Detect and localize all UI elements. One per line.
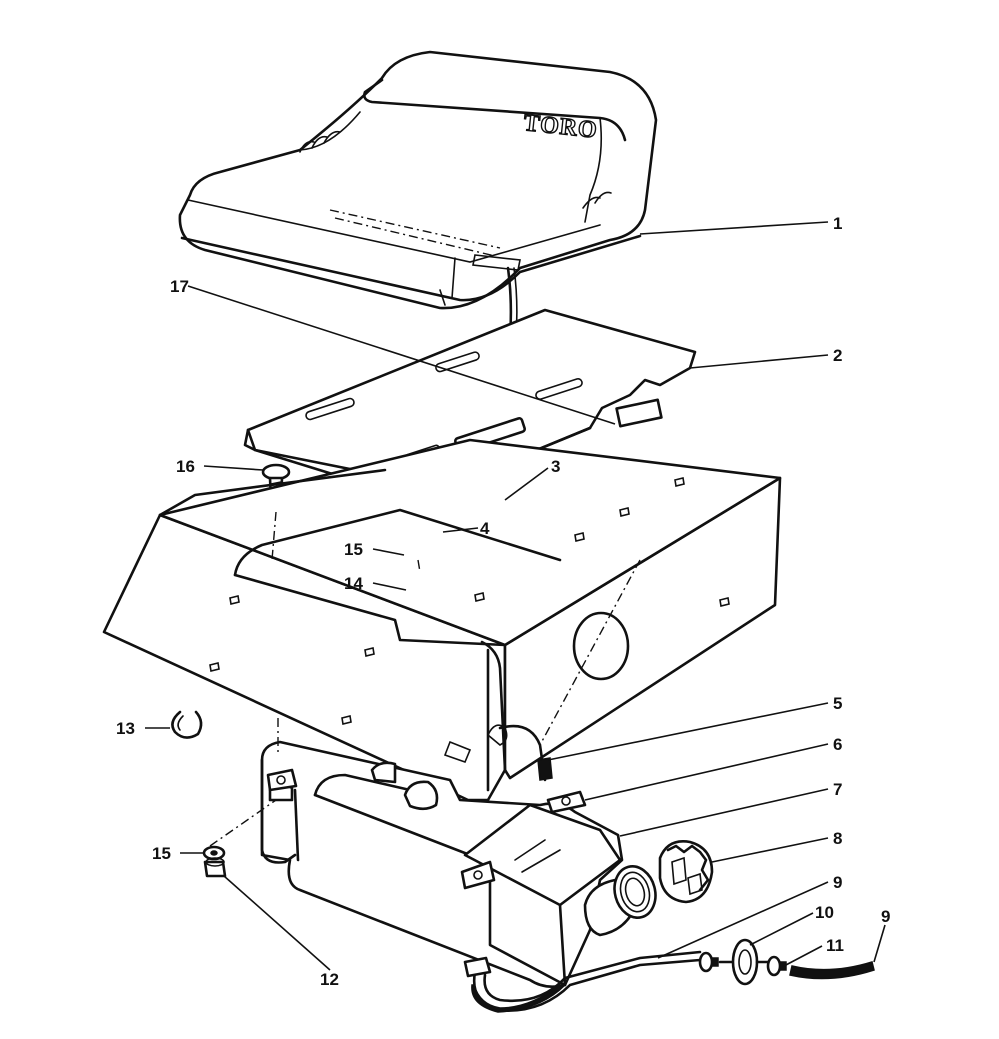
- body-housing: [102, 438, 782, 802]
- fuel-hose-upper: [789, 961, 875, 980]
- callout-14: 14: [344, 574, 363, 593]
- fuel-filter: [718, 938, 772, 986]
- leader-lines: [145, 221, 886, 971]
- fuel-hose-lower: [471, 950, 702, 1013]
- callout-9-right: 9: [881, 907, 890, 926]
- filler-neck: [583, 865, 657, 937]
- fuel-cap: [658, 840, 714, 904]
- callout-7: 7: [833, 780, 842, 799]
- tab-6: [546, 790, 587, 814]
- callout-13: 13: [116, 719, 135, 738]
- hose-clamp-a: [698, 951, 719, 973]
- callout-15-lower: 15: [152, 844, 171, 863]
- tank-outlet-fitting: [463, 956, 492, 978]
- access-hole: [572, 611, 630, 681]
- sender-port: [403, 780, 439, 811]
- seat: TORO: [178, 50, 658, 310]
- callout-17: 17: [170, 277, 189, 296]
- callout-6: 6: [833, 735, 842, 754]
- callout-5: 5: [833, 694, 842, 713]
- callout-2: 2: [833, 346, 842, 365]
- callout-9-upper: 9: [833, 873, 842, 892]
- hose-clamp-b: [766, 955, 787, 977]
- callout-11: 11: [826, 936, 844, 955]
- callout-1: 1: [833, 214, 842, 233]
- nut-12: [203, 857, 227, 878]
- callout-12: 12: [320, 970, 339, 989]
- callout-labels: 1 2 3 4 5 6 7 8 9 10 11 9 12 13 14 15 15…: [116, 214, 890, 989]
- callout-15-upper: 15: [344, 540, 363, 559]
- callout-10: 10: [815, 903, 834, 922]
- callout-16: 16: [176, 457, 195, 476]
- callout-3: 3: [551, 457, 560, 476]
- callout-8: 8: [833, 829, 842, 848]
- plate-bumper: [615, 398, 663, 428]
- fuel-tank: [260, 740, 624, 988]
- callout-4: 4: [480, 519, 490, 538]
- retaining-ring-13: [171, 710, 203, 739]
